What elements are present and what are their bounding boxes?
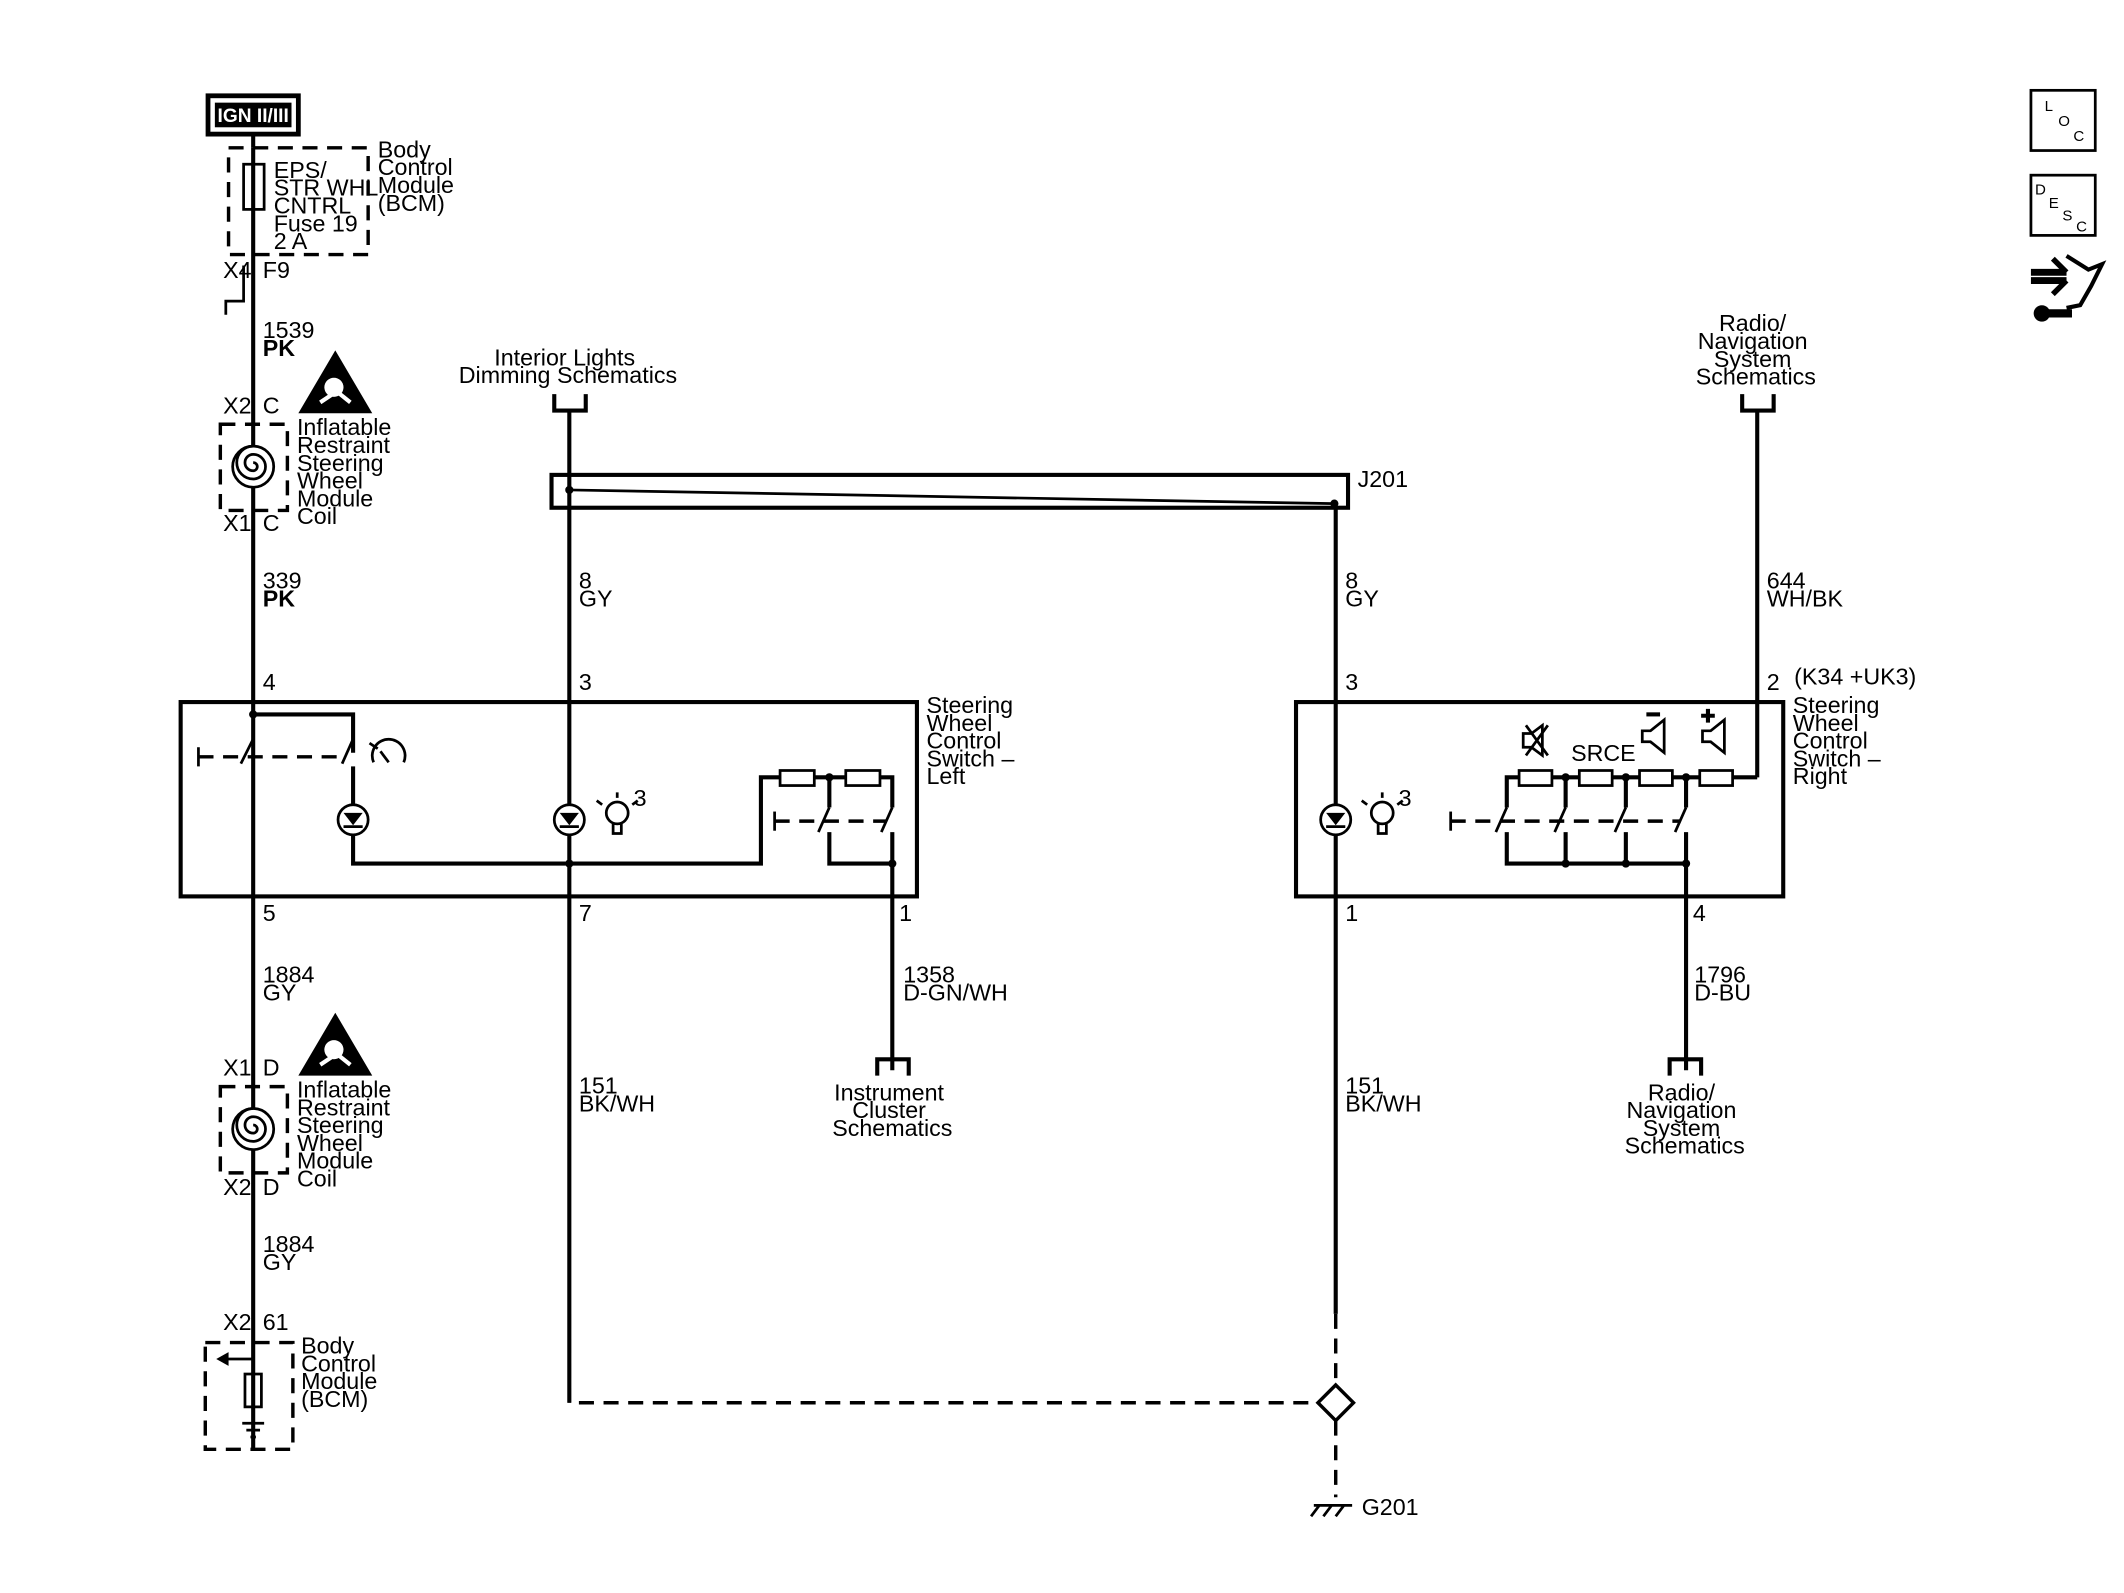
loc-letter: O — [2058, 113, 2070, 130]
pin-label: 5 — [263, 900, 276, 926]
cruise-control-icon — [368, 737, 407, 764]
pin-label: D — [263, 1174, 280, 1200]
wire-color: D-GN/WH — [903, 979, 1008, 1005]
wire-color: BK/WH — [1345, 1090, 1421, 1116]
splice-pack-j201: J201 — [549, 466, 1408, 510]
connector-label: X2 — [223, 1309, 251, 1335]
desc-letter: E — [2049, 195, 2059, 212]
description-view-button[interactable]: D E S C — [2029, 173, 2097, 237]
instrument-cluster-label: Instrument Cluster Schematics — [832, 1079, 952, 1141]
desc-letter: D — [2035, 181, 2046, 198]
airbag-warning-icon — [298, 1012, 373, 1076]
bcm-top-label: Body Control Module (BCM) — [378, 136, 461, 215]
wire-color: GY — [579, 585, 613, 611]
wire-color: GY — [263, 1249, 297, 1275]
connector-view-icon[interactable] — [2030, 254, 2107, 322]
pin-label: 3 — [579, 669, 592, 695]
pin-label: 1 — [899, 900, 912, 926]
fuse-label: EPS/ STR WHL CNTRL Fuse 19 2 A — [274, 157, 385, 254]
airbag-warning-icon — [298, 350, 373, 414]
svg-text:Inflatable Restraint: Inflatable Restraint Steering Wheel Modu… — [297, 1077, 398, 1192]
led-indicator-icon — [552, 803, 586, 837]
lamp-icon — [1360, 792, 1404, 835]
option-code: (K34 +UK3) — [1794, 663, 1916, 689]
wire-color: GY — [1345, 585, 1379, 611]
wire-color: GY — [263, 979, 297, 1005]
ground-icon — [242, 1406, 265, 1439]
pin-label: 1 — [1345, 900, 1358, 926]
wire-circuit: 1884 — [263, 1231, 315, 1257]
led-indicator-icon — [1319, 803, 1353, 837]
mute-icon — [1521, 722, 1549, 759]
location-view-button[interactable]: L O C — [2029, 88, 2097, 152]
wire-circuit: 151 — [1345, 1072, 1384, 1098]
wire-circuit: 151 — [579, 1072, 618, 1098]
svg-text:Body Control Modul: Body Control Module (BCM) — [301, 1333, 384, 1412]
wire-circuit: 1796 — [1694, 962, 1746, 988]
ign-power-label: IGN II/III — [205, 93, 301, 137]
desc-letter: S — [2062, 207, 2072, 224]
connector-label: X1 — [223, 510, 251, 536]
ground-splice-icon — [1315, 1382, 1356, 1423]
lamp-icon — [595, 792, 639, 835]
radio-nav-bottom-label: Radio/ Navigation System Schematics — [1625, 1079, 1745, 1158]
pin-label: C — [263, 510, 280, 536]
switch-right-label: Steering Wheel Control Switch – Right — [1793, 692, 1887, 789]
pin-label: 4 — [263, 669, 276, 695]
desc-letter: C — [2076, 218, 2087, 235]
svg-text:IGN II/III: IGN II/III — [218, 106, 289, 127]
connector-label: X1 — [223, 1055, 251, 1081]
volume-up-icon — [1701, 708, 1726, 756]
wire-circuit: 644 — [1767, 567, 1806, 593]
pin-label: 61 — [263, 1309, 289, 1335]
inflatable-restraint-coil-top: Inflatable Restraint Steering Wheel Modu… — [218, 414, 398, 529]
bcm-bottom-module: Body Control Module (BCM) — [203, 1333, 384, 1452]
lamp-ref: 3 — [1399, 785, 1412, 811]
inflatable-restraint-coil-bottom: Inflatable Restraint Steering Wheel Modu… — [218, 1077, 398, 1192]
pin-label: 7 — [579, 900, 592, 926]
svg-text:Inflatable Restraint: Inflatable Restraint Steering Wheel Modu… — [297, 414, 398, 529]
connector-label: X2 — [223, 1174, 251, 1200]
wire-color: WH/BK — [1767, 585, 1844, 611]
splice-label: J201 — [1358, 466, 1408, 492]
clockspring-icon — [235, 444, 267, 481]
wire-color: D-BU — [1694, 979, 1751, 1005]
steering-wheel-control-switch-right: 3 2 (K34 +UK3) 1 4 Steering Wheel Contro… — [1293, 663, 1916, 926]
lamp-ref: 3 — [634, 785, 647, 811]
led-indicator-icon — [336, 803, 370, 837]
pin-label: 3 — [1345, 669, 1358, 695]
pin-label: D — [263, 1055, 280, 1081]
connector-label: X4 — [223, 257, 252, 283]
wire-circuit: 1539 — [263, 317, 315, 343]
radio-nav-top-label: Radio/ Navigation System Schematics — [1696, 310, 1816, 389]
wire-circuit: 1884 — [263, 962, 315, 988]
pin-label: F9 — [263, 257, 290, 283]
wire-circuit: 339 — [263, 567, 302, 593]
wire-color: PK — [263, 335, 296, 361]
pin-label: 2 — [1767, 669, 1780, 695]
interior-lights-label: Interior Lights Dimming Schematics — [459, 344, 677, 388]
wire-circuit: 8 — [579, 567, 592, 593]
ground-g201-icon: G201 — [1309, 1494, 1419, 1520]
connector-symbol — [224, 265, 245, 315]
wire-circuit: 1358 — [903, 962, 955, 988]
loc-letter: C — [2073, 128, 2084, 145]
steering-wheel-control-switch-left: 4 3 5 7 1 Steering Wheel Control Switch … — [178, 669, 1021, 926]
source-label: SRCE — [1571, 740, 1636, 766]
connector-label: X2 — [223, 392, 251, 418]
bcm-fuse-module: EPS/ STR WHL CNTRL Fuse 19 2 A Body Cont… — [226, 136, 461, 257]
clockspring-icon — [235, 1107, 267, 1143]
wire-color: PK — [263, 585, 296, 611]
loc-letter: L — [2045, 98, 2053, 115]
pin-label: C — [263, 392, 280, 418]
pin-label: 4 — [1693, 900, 1706, 926]
wire-circuit: 8 — [1345, 567, 1358, 593]
ground-label: G201 — [1362, 1494, 1419, 1520]
wire-color: BK/WH — [579, 1090, 655, 1116]
volume-down-icon — [1640, 712, 1666, 756]
switch-left-label: Steering Wheel Control Switch – Left — [927, 692, 1021, 789]
